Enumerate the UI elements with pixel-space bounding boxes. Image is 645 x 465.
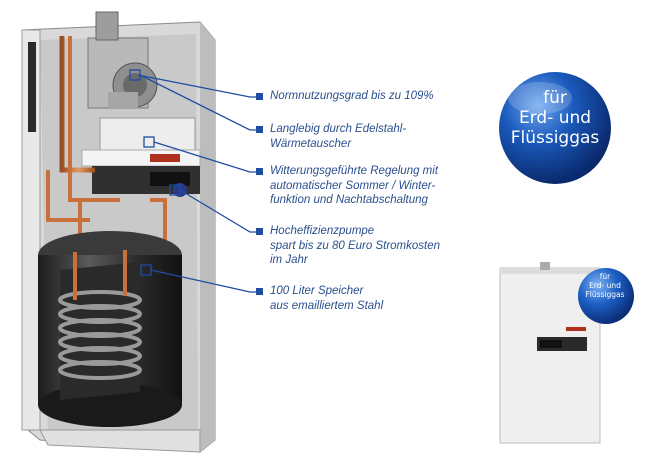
small-badge-label: für Erd- und Flüssiggas xyxy=(580,272,630,299)
badge-line: Flüssiggas xyxy=(585,290,625,299)
feature-text: Witterungsgeführte Regelung mit automati… xyxy=(270,165,439,206)
small-gas-type-badge xyxy=(578,268,634,324)
boiler-cutaway xyxy=(21,11,216,453)
badge-line: für xyxy=(599,272,611,281)
bullet-icon xyxy=(256,288,263,295)
badge-line: Erd- und xyxy=(589,281,621,290)
bullet-icon xyxy=(256,93,263,100)
feature-text: 100 Liter Speicher aus emailliertem Stah… xyxy=(270,285,384,312)
feature-text: Hocheffizienzpumpe spart bis zu 80 Euro … xyxy=(270,225,441,266)
gas-type-badge xyxy=(499,72,611,184)
feature-text: Langlebig durch Edelstahl- Wärmetauscher xyxy=(270,123,407,150)
feature-text: Normnutzungsgrad bis zu 109% xyxy=(270,90,434,102)
badge-line: für xyxy=(543,88,567,108)
badge-label: für Erd- und Flüssiggas xyxy=(485,88,625,148)
bullet-icon xyxy=(256,168,263,175)
badge-line: Flüssiggas xyxy=(510,128,600,148)
bullet-icon xyxy=(256,126,263,133)
badge-line: Erd- und xyxy=(518,108,592,128)
bullet-icon xyxy=(256,228,263,235)
